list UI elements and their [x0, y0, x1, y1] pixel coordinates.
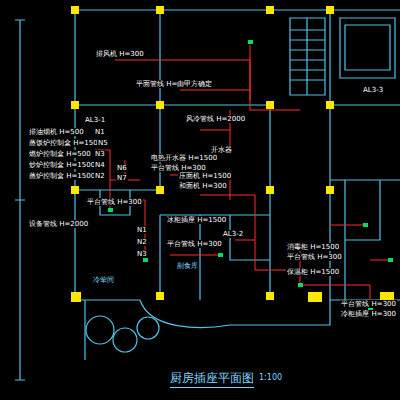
socket-note: 平台管线 H=300	[166, 240, 223, 248]
socket-note: 平台管线 H=300	[86, 198, 143, 206]
circuit-number: N1	[94, 128, 106, 136]
circuit-number: N6	[116, 164, 128, 172]
circuit-number: N4	[94, 161, 106, 169]
circuit-number: N5	[97, 139, 109, 147]
socket-note: 蒸炉控制盒 H=1500	[28, 172, 96, 180]
circuit-number: N3	[94, 150, 106, 158]
socket-note: 冷柜插座 H=300	[340, 310, 397, 318]
socket-note: 压面机 H=1500	[178, 172, 232, 180]
circuit-number: N7	[116, 174, 128, 182]
socket-note: 平台管线 H=300	[340, 300, 397, 308]
socket-note: 蒸饭炉控制盒 H=1500	[28, 139, 103, 147]
socket-note: 排油烟机 H=500	[28, 128, 85, 136]
socket-note: 开水器	[210, 146, 233, 154]
socket-note: 消毒柜 H=1500	[286, 243, 340, 251]
socket-note: 副食库	[176, 262, 199, 270]
panel-tag: AL3-1	[84, 116, 106, 124]
socket-note: 燃炉控制盒 H=500	[28, 150, 92, 158]
socket-note: 1:100	[258, 374, 283, 382]
socket-note: 保温柜 H=1500	[286, 268, 340, 276]
socket-note: 排风机 H=300	[95, 50, 145, 58]
socket-note: 设备管线 H=2000	[28, 220, 89, 228]
socket-note: 冰柜插座 H=1500	[166, 216, 227, 224]
circuit-number: N2	[94, 172, 106, 180]
socket-note: 平台管线 H=300	[150, 164, 207, 172]
socket-note: 风冷管线 H=2000	[185, 115, 246, 123]
circuit-number: N2	[136, 238, 148, 246]
drawing-title: 厨房插座平面图	[170, 370, 254, 388]
panel-tag: AL3-2	[222, 230, 244, 238]
socket-note: 炒炉控制盒 H=1500	[28, 161, 96, 169]
socket-note: 电热开水器 H=1500	[150, 154, 218, 162]
panel-tag: AL3-3	[362, 86, 384, 94]
circuit-number: N3	[136, 250, 148, 258]
socket-note: 平台管线 H=300	[286, 253, 343, 261]
socket-note: 冷荤间	[92, 276, 115, 284]
socket-note: 平面管线 H=由甲方确定	[135, 80, 213, 88]
circuit-number: N1	[136, 226, 148, 234]
socket-note: 和面机 H=300	[178, 182, 228, 190]
